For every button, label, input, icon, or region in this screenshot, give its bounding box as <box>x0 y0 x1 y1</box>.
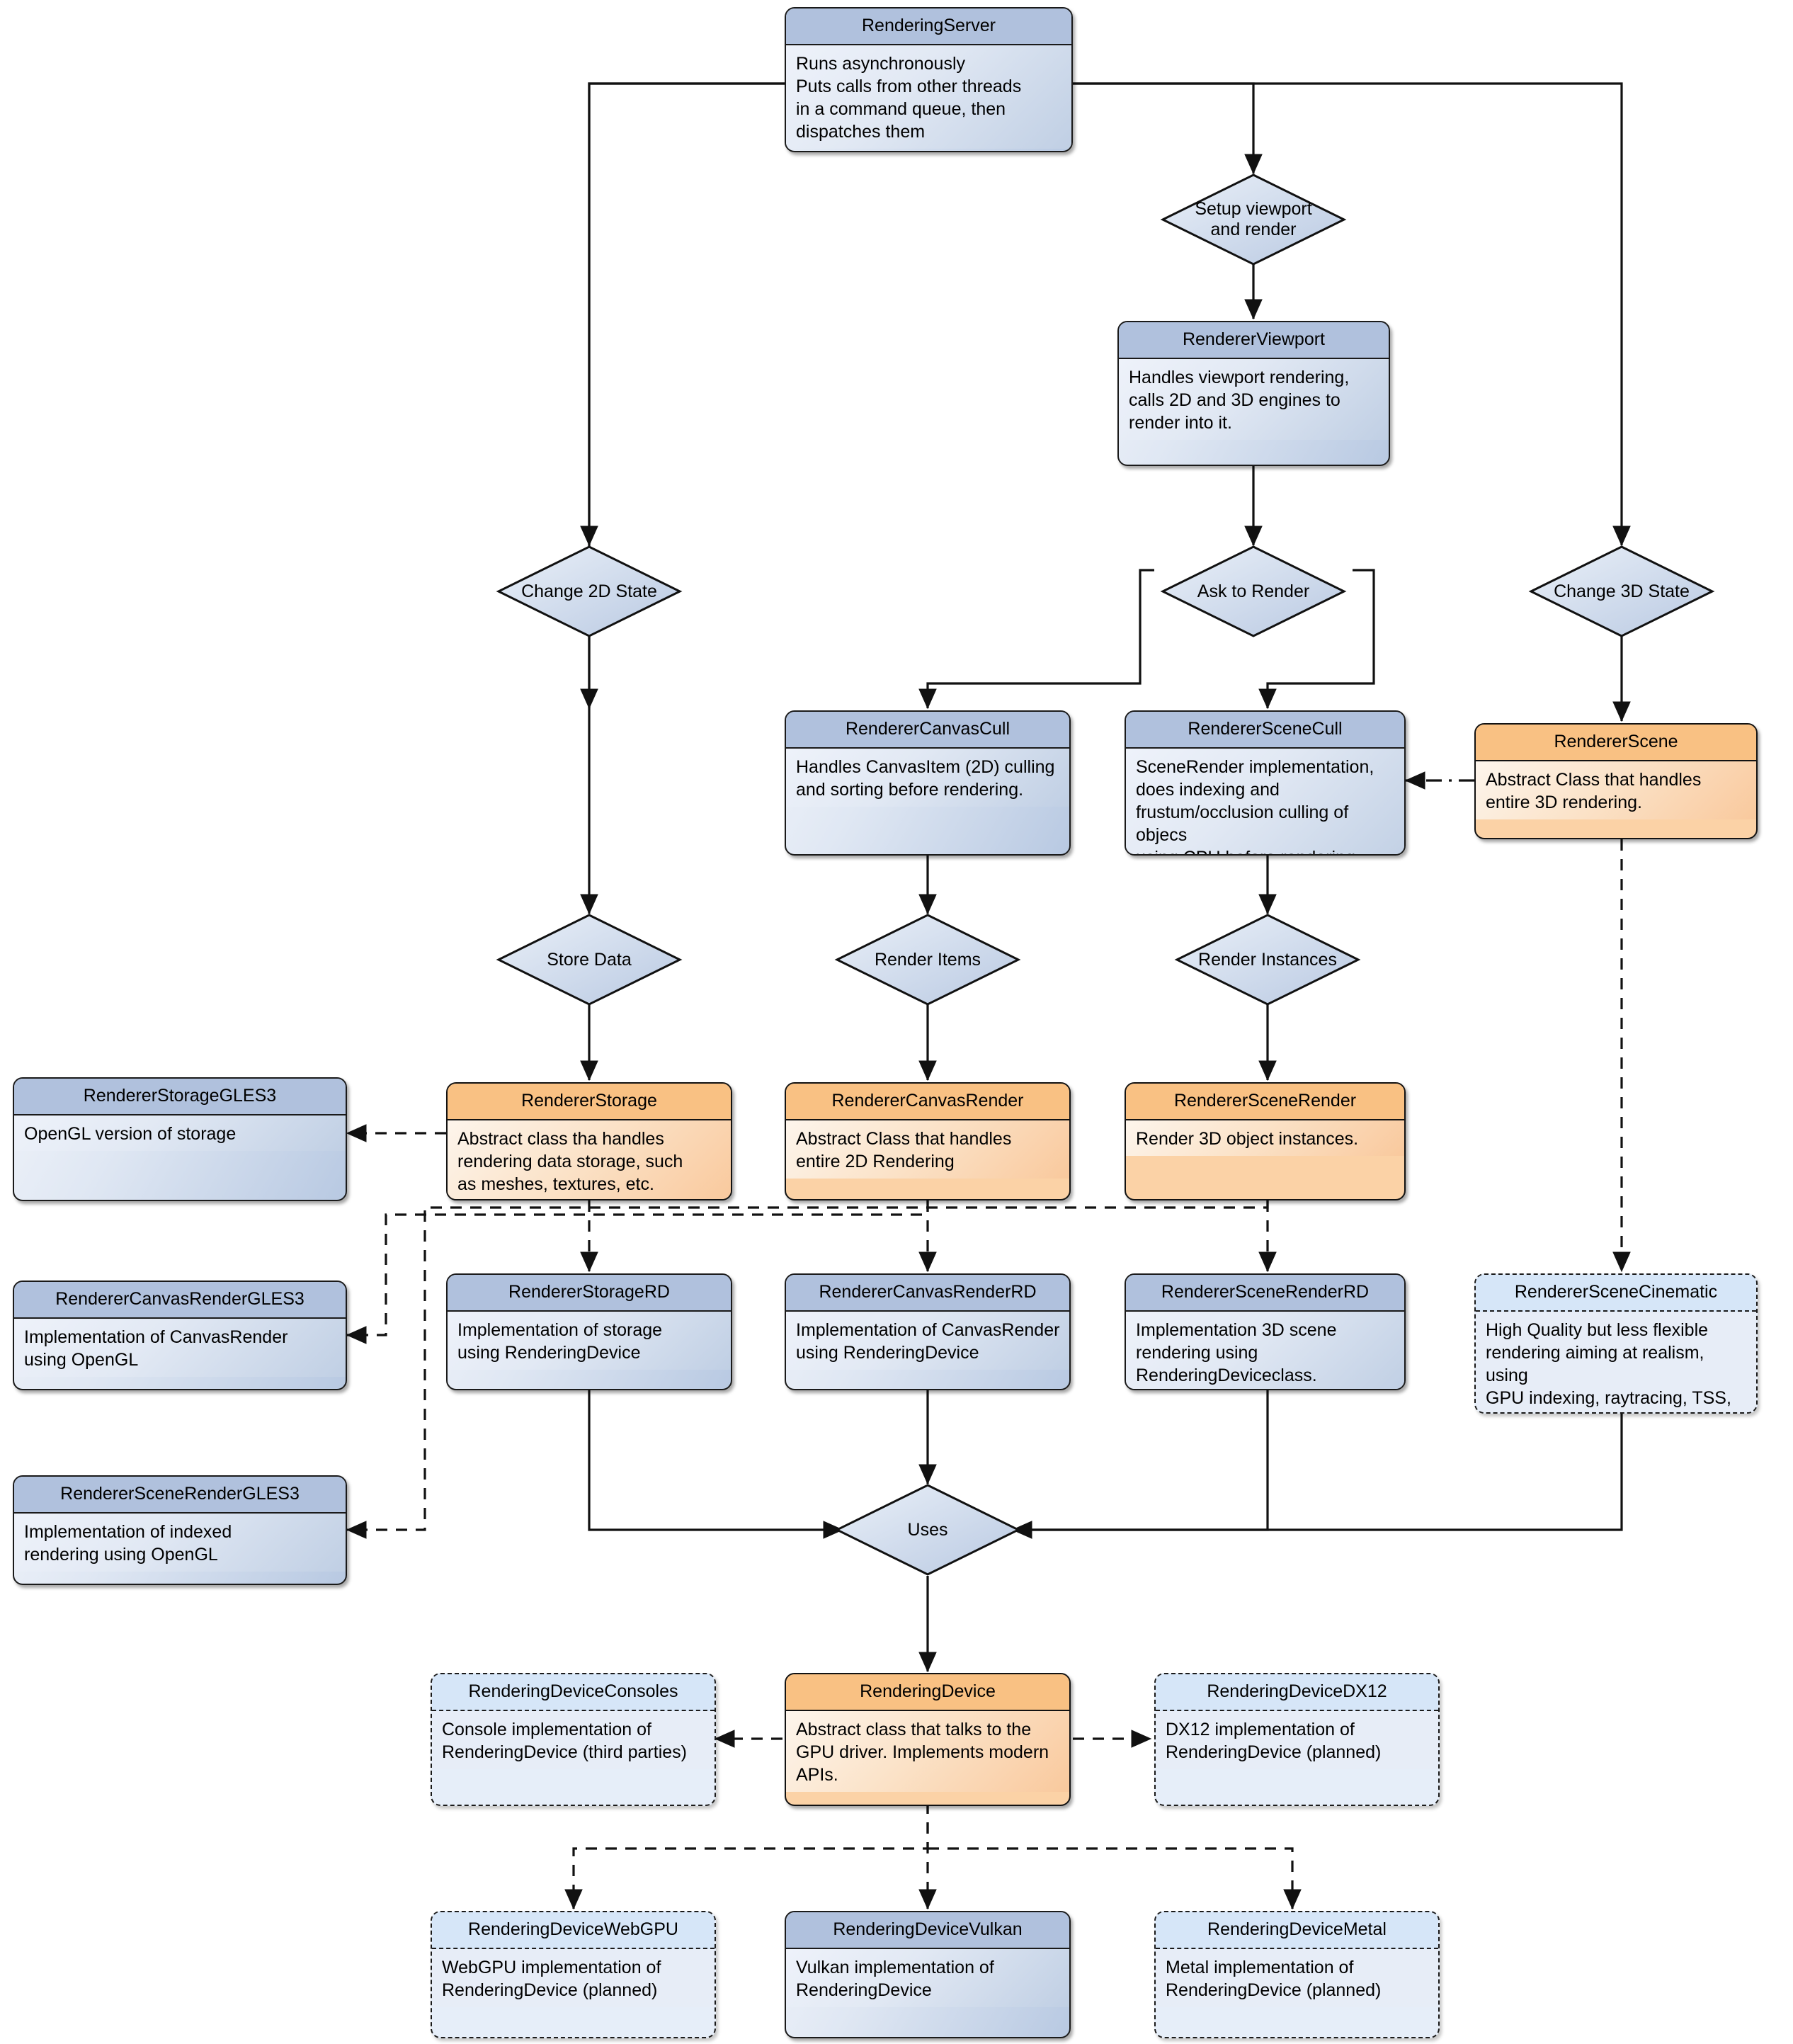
node-title: RendererStorage <box>448 1084 731 1120</box>
node-renderer-viewport[interactable]: RendererViewport Handles viewport render… <box>1117 321 1390 466</box>
node-renderer-storage-rd[interactable]: RendererStorageRD Implementation of stor… <box>446 1273 732 1390</box>
node-body: Implementation of indexed rendering usin… <box>14 1513 346 1572</box>
node-rendering-device[interactable]: RenderingDevice Abstract class that talk… <box>785 1673 1071 1806</box>
node-body: Runs asynchronously Puts calls from othe… <box>786 45 1071 149</box>
node-title: RendererSceneRenderGLES3 <box>14 1477 346 1514</box>
decision-change-2d-state[interactable]: Change 2D State <box>496 545 683 637</box>
node-body: Abstract class tha handles rendering dat… <box>448 1120 731 1199</box>
node-title: RenderingDeviceConsoles <box>432 1674 715 1711</box>
node-renderer-scene-cull[interactable]: RendererSceneCull SceneRender implementa… <box>1125 710 1406 856</box>
node-renderer-canvas-render[interactable]: RendererCanvasRender Abstract Class that… <box>785 1082 1071 1200</box>
node-body: DX12 implementation of RenderingDevice (… <box>1156 1710 1438 1769</box>
node-title: RendererSceneCull <box>1126 712 1404 749</box>
node-renderer-canvas-render-rd[interactable]: RendererCanvasRenderRD Implementation of… <box>785 1273 1071 1390</box>
node-body: Handles CanvasItem (2D) culling and sort… <box>786 748 1069 807</box>
node-body: Console implementation of RenderingDevic… <box>432 1710 715 1769</box>
node-renderer-scene-render[interactable]: RendererSceneRender Render 3D object ins… <box>1125 1082 1406 1200</box>
node-body: Implementation of CanvasRender using Ren… <box>786 1311 1069 1370</box>
node-body: Render 3D object instances. <box>1126 1120 1404 1156</box>
node-title: RenderingServer <box>786 8 1071 45</box>
node-body: Implementation of CanvasRender using Ope… <box>14 1318 346 1377</box>
node-body: Vulkan implementation of RenderingDevice <box>786 1948 1069 2007</box>
decision-render-items[interactable]: Render Items <box>834 914 1021 1006</box>
node-body: WebGPU implementation of RenderingDevice… <box>432 1948 715 2007</box>
node-body: Abstract Class that handles entire 3D re… <box>1476 761 1756 819</box>
decision-store-data[interactable]: Store Data <box>496 914 683 1006</box>
node-renderer-canvas-render-gles3[interactable]: RendererCanvasRenderGLES3 Implementation… <box>13 1281 347 1390</box>
node-rendering-device-consoles[interactable]: RenderingDeviceConsoles Console implemen… <box>431 1673 716 1806</box>
node-body: Handles viewport rendering, calls 2D and… <box>1119 358 1389 440</box>
node-title: RendererCanvasRender <box>786 1084 1069 1120</box>
node-body: Metal implementation of RenderingDevice … <box>1156 1948 1438 2007</box>
node-rendering-device-dx12[interactable]: RenderingDeviceDX12 DX12 implementation … <box>1154 1673 1440 1806</box>
node-title: RendererSceneCinematic <box>1476 1275 1756 1312</box>
node-title: RendererStorageGLES3 <box>14 1079 346 1115</box>
node-renderer-scene-cinematic[interactable]: RendererSceneCinematic High Quality but … <box>1474 1273 1758 1414</box>
node-body: SceneRender implementation, does indexin… <box>1126 748 1404 854</box>
node-title: RendererSceneRender <box>1126 1084 1404 1120</box>
node-renderer-scene-render-gles3[interactable]: RendererSceneRenderGLES3 Implementation … <box>13 1475 347 1585</box>
node-title: RenderingDeviceDX12 <box>1156 1674 1438 1711</box>
node-title: RendererCanvasRenderRD <box>786 1275 1069 1312</box>
node-title: RendererCanvasRenderGLES3 <box>14 1282 346 1319</box>
node-renderer-storage[interactable]: RendererStorage Abstract class tha handl… <box>446 1082 732 1200</box>
node-body: High Quality but less flexible rendering… <box>1476 1311 1756 1412</box>
decision-setup-viewport-and-render[interactable]: Setup viewport and render <box>1160 174 1347 266</box>
node-title: RenderingDeviceWebGPU <box>432 1912 715 1949</box>
node-rendering-device-vulkan[interactable]: RenderingDeviceVulkan Vulkan implementat… <box>785 1911 1071 2038</box>
node-renderer-storage-gles3[interactable]: RendererStorageGLES3 OpenGL version of s… <box>13 1077 347 1201</box>
node-body: Implementation of storage using Renderin… <box>448 1311 731 1370</box>
node-title: RenderingDeviceVulkan <box>786 1912 1069 1949</box>
node-body: Abstract Class that handles entire 2D Re… <box>786 1120 1069 1179</box>
decision-ask-to-render[interactable]: Ask to Render <box>1160 545 1347 637</box>
node-body: OpenGL version of storage <box>14 1115 346 1151</box>
decision-render-instances[interactable]: Render Instances <box>1174 914 1361 1006</box>
node-title: RendererStorageRD <box>448 1275 731 1312</box>
node-title: RendererScene <box>1476 725 1756 761</box>
node-rendering-server[interactable]: RenderingServer Runs asynchronously Puts… <box>785 7 1073 152</box>
node-renderer-canvas-cull[interactable]: RendererCanvasCull Handles CanvasItem (2… <box>785 710 1071 856</box>
node-title: RenderingDevice <box>786 1674 1069 1711</box>
decision-change-3d-state[interactable]: Change 3D State <box>1528 545 1715 637</box>
node-title: RenderingDeviceMetal <box>1156 1912 1438 1949</box>
node-title: RendererCanvasCull <box>786 712 1069 749</box>
node-rendering-device-metal[interactable]: RenderingDeviceMetal Metal implementatio… <box>1154 1911 1440 2038</box>
node-title: RendererSceneRenderRD <box>1126 1275 1404 1312</box>
decision-uses[interactable]: Uses <box>834 1484 1021 1576</box>
node-renderer-scene[interactable]: RendererScene Abstract Class that handle… <box>1474 723 1758 839</box>
node-body: Abstract class that talks to the GPU dri… <box>786 1710 1069 1792</box>
node-title: RendererViewport <box>1119 322 1389 359</box>
node-rendering-device-webgpu[interactable]: RenderingDeviceWebGPU WebGPU implementat… <box>431 1911 716 2038</box>
node-body: Implementation 3D scene rendering using … <box>1126 1311 1404 1389</box>
node-renderer-scene-render-rd[interactable]: RendererSceneRenderRD Implementation 3D … <box>1125 1273 1406 1390</box>
